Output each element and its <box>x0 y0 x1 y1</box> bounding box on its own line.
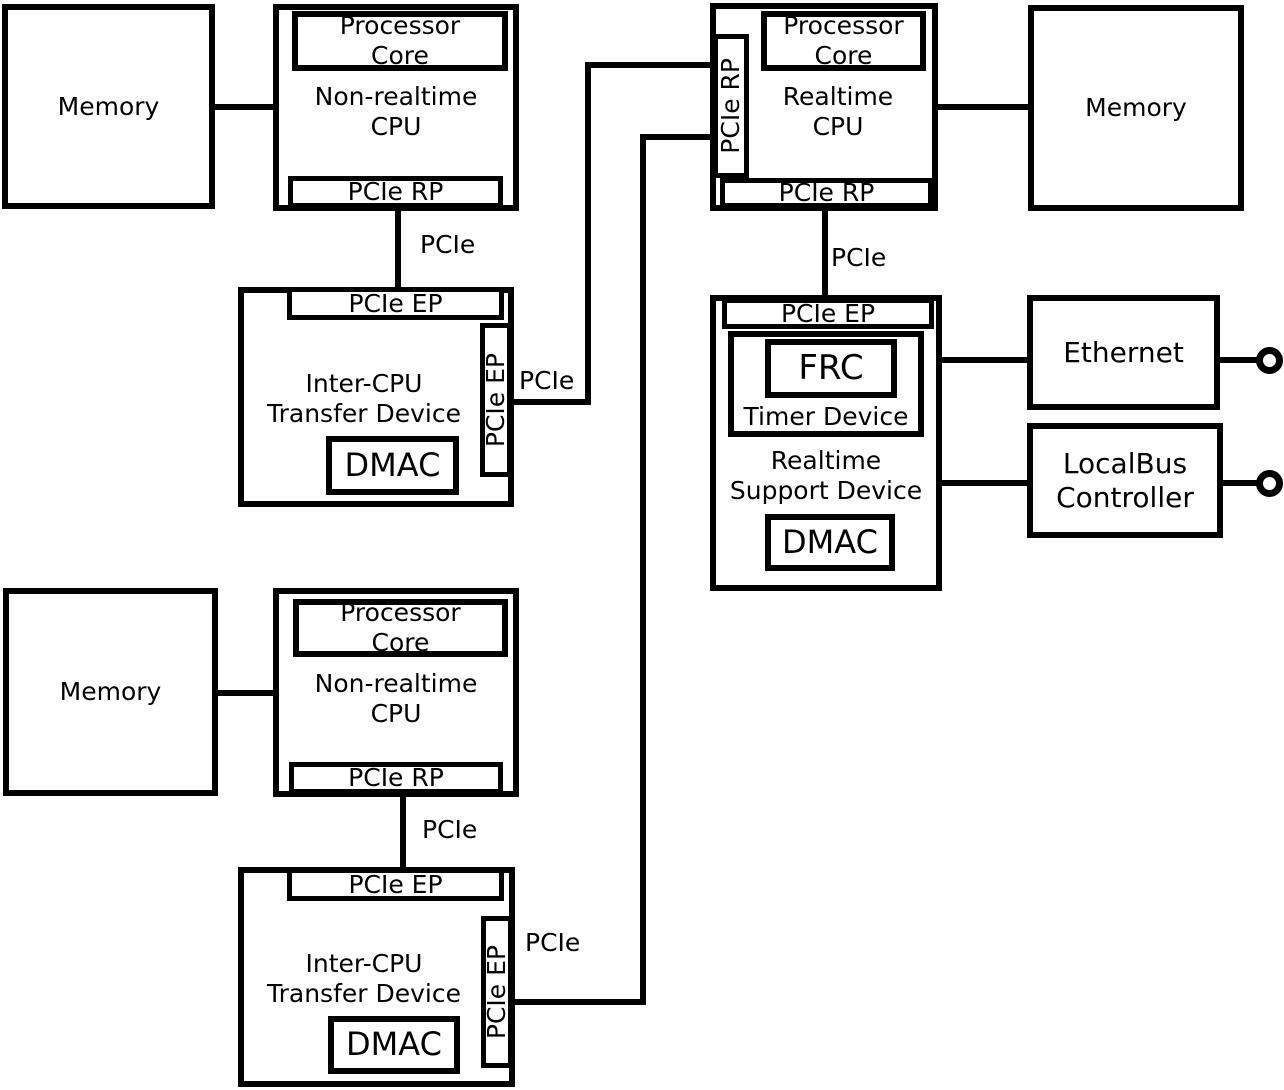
pcie-linkA-horizontal-top <box>585 62 715 68</box>
ethernet-port-line <box>1217 357 1259 363</box>
dmac-box-top-transfer: DMAC <box>326 436 459 495</box>
pcie-linkB-vertical <box>640 134 646 1005</box>
pcie-ep-vertical-bar-bottom-transfer: PCIe EP <box>481 916 513 1068</box>
localbus-port-line <box>1220 480 1259 486</box>
memory-box-top-left: Memory <box>2 4 215 209</box>
nonrealtime-cpu-bottom-label: Non-realtime CPU <box>314 669 478 728</box>
pcie-link-line-top <box>395 205 401 291</box>
realtime-cpu-label: Realtime CPU <box>782 82 894 141</box>
pcie-link-label-2: PCIe <box>831 243 887 272</box>
memory-box-bottom-left: Memory <box>3 588 218 796</box>
pcie-ep-bar-bottom-transfer: PCIe EP <box>287 868 504 901</box>
pcie-ep-vertical-bar-top-transfer: PCIe EP <box>480 323 512 477</box>
pcie-rp-vertical-bar-realtime-cpu: PCIe RP <box>713 34 749 178</box>
processor-core-box-realtime: Processor Core <box>761 11 926 71</box>
pcie-link-label-4: PCIe <box>422 815 478 844</box>
pcie-rp-bar-top-cpu: PCIe RP <box>288 176 503 208</box>
pcie-rp-bar-bottom-cpu: PCIe RP <box>289 762 503 794</box>
pcie-linkB-horizontal-top <box>640 134 715 140</box>
localbus-controller-box: LocalBus Controller <box>1027 423 1223 538</box>
processor-core-box-bottom: Processor Core <box>293 598 508 657</box>
timer-device-label: Timer Device <box>743 402 909 431</box>
pcie-link-line-realtime <box>822 208 828 298</box>
pcie-ep-bar-top-transfer: PCIe EP <box>287 287 504 320</box>
memory-label: Memory <box>57 91 160 121</box>
ethernet-bus-line <box>938 357 1028 363</box>
dmac-box-bottom-transfer: DMAC <box>328 1016 460 1074</box>
memory-bus-line-right <box>936 104 1030 110</box>
pcie-link-label-5: PCIe <box>525 928 581 957</box>
pcie-ep-bar-support-device: PCIe EP <box>722 298 934 329</box>
pcie-rp-bar-realtime-cpu: PCIe RP <box>720 178 933 208</box>
realtime-support-device-label: Realtime Support Device <box>729 446 923 505</box>
memory-bus-line-top-left <box>213 104 275 110</box>
inter-cpu-transfer-device-top-label: Inter-CPU Transfer Device <box>267 369 461 428</box>
pcie-link-label-1: PCIe <box>420 230 476 259</box>
ethernet-box: Ethernet <box>1027 295 1220 410</box>
pcie-linkA-vertical <box>585 62 591 405</box>
processor-core-label: Processor Core <box>339 11 461 70</box>
localbus-bus-line <box>938 480 1028 486</box>
memory-bus-line-bottom-left <box>216 690 275 696</box>
frc-box: FRC <box>765 339 897 398</box>
memory-box-top-right: Memory <box>1028 5 1244 211</box>
ethernet-port-terminal-icon <box>1256 347 1283 374</box>
pcie-linkB-horizontal-bottom <box>510 999 646 1005</box>
nonrealtime-cpu-top-label: Non-realtime CPU <box>314 82 478 141</box>
pcie-linkA-horizontal-bottom <box>509 399 591 405</box>
pcie-link-line-bottom <box>400 792 406 870</box>
processor-core-box-top: Processor Core <box>292 11 508 71</box>
localbus-port-terminal-icon <box>1256 470 1283 497</box>
inter-cpu-transfer-device-bottom-label: Inter-CPU Transfer Device <box>267 949 461 1008</box>
dmac-box-support-device: DMAC <box>765 514 895 571</box>
pcie-link-label-3: PCIe <box>519 366 575 395</box>
